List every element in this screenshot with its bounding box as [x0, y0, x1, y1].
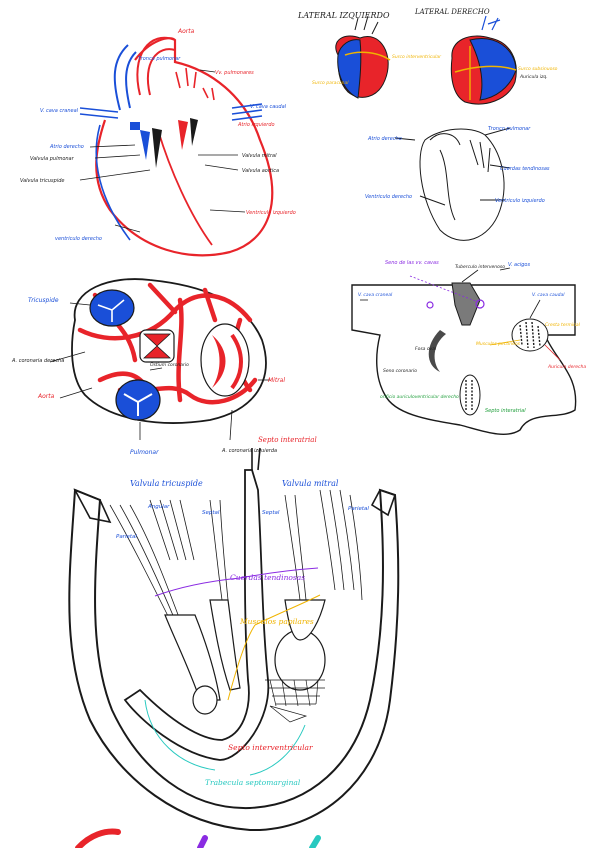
label-musculos-pectineos: Musculos pectineos — [476, 341, 521, 347]
label-ventriculo-der: ventriculo derecho — [55, 236, 102, 242]
panel3-leaders — [49, 302, 270, 441]
lateral-right-heart — [450, 15, 517, 105]
tuberculo-shape — [451, 282, 481, 326]
vena-cava-lines — [79, 103, 263, 241]
label-a-coronaria-izq: A. coronaria izquierda — [221, 448, 277, 454]
pulmonary-valve — [115, 379, 161, 421]
label-ostium: Ostium coronario — [150, 362, 189, 368]
mitral-valve — [200, 323, 250, 397]
label-tronco-pulmonar: Tronco pulmonar — [138, 56, 181, 62]
label-valvula-pulmonar: Valvula pulmonar — [30, 156, 75, 162]
label-musculos-papilares: Musculos papilares — [239, 617, 314, 626]
label-septal-left: Septal — [202, 510, 220, 516]
pectinate-muscles — [459, 318, 549, 416]
label-crista: Cresta terminal — [545, 322, 581, 328]
label-septo-interatrial-4: Septo interatrial — [485, 408, 526, 414]
label-mitral: Mitral — [268, 377, 285, 384]
label-valvula-mitral-5: Valvula mitral — [282, 479, 339, 488]
label-v-cava-caudal: V. cava caudal — [250, 104, 287, 110]
label-aorta-3: Aorta — [37, 393, 55, 400]
internal-heart-outline — [394, 127, 511, 241]
label-septo-interatrial-5: Septo interatrial — [258, 436, 317, 444]
label-ventriculo-izquierdo-2: Ventriculo izquierdo — [495, 198, 545, 204]
heart-valves — [130, 118, 198, 168]
label-pulmonar: Pulmonar — [130, 449, 159, 456]
title-lateral-derecho: LATERAL DERECHO — [414, 8, 490, 16]
panel4-leaders — [360, 267, 561, 361]
label-septal-right: Septal — [262, 510, 280, 516]
label-surco-interventricular: Surco interventricular — [392, 54, 442, 60]
label-tronco-pulmonar-2: Tronco pulmonar — [488, 126, 531, 132]
seno-dot — [475, 299, 485, 309]
bottom-color-strokes — [75, 828, 321, 848]
label-a-coronaria-derecha: A. coronaria derecha — [11, 358, 64, 364]
panel-lateral-views: LATERAL IZQUIERDO LATERAL DERECHO Surco … — [297, 8, 558, 241]
label-cuerdas-tendinosas: Cuerdas tendinosas — [500, 166, 550, 172]
label-seno-coronario: Seno coronario — [383, 368, 417, 374]
label-surco-paraconal: Surco paraconal — [312, 80, 349, 86]
pulmonary-trunk — [113, 44, 137, 111]
label-atrio-izq: Atrio izquierdo — [237, 122, 275, 128]
label-aorta: Aorta — [177, 28, 195, 35]
panel5-leaders — [144, 567, 321, 776]
interventricular-septum — [123, 469, 270, 761]
label-v-pulmonares: Vv. pulmonares — [215, 70, 254, 76]
label-cuerdas-tendinosas-5: Cuerdas tendinosas — [230, 573, 305, 582]
panel1-leaders — [79, 69, 246, 233]
label-valvula-mitral: Valvula mitral — [242, 153, 277, 159]
panel-valve-plane: Tricuspide A. coronaria derecha Ostium c… — [11, 278, 285, 456]
label-v-acigos: V. acigos — [508, 262, 530, 268]
fosa-oval — [428, 330, 446, 372]
aortic-valve — [139, 329, 175, 363]
panel-frontal-heart: Aorta Tronco pulmonar Vv. pulmonares V. … — [20, 28, 296, 257]
papillary-muscles — [164, 599, 326, 715]
label-fosa-oval: Fosa oval — [415, 346, 437, 352]
pulmonary-veins — [175, 67, 215, 101]
aorta-arch — [136, 36, 176, 96]
label-valvula-aortica: Valvula aortica — [242, 168, 279, 174]
label-parietal-left: Parietal — [116, 534, 137, 540]
label-tricuspide: Tricuspide — [28, 297, 59, 304]
label-atrio-der: Atrio derecho — [49, 144, 84, 150]
label-seno-venas-cavas: Seno de las vv. cavas — [385, 260, 439, 266]
label-v-cava-craneal-4: V. cava craneal — [358, 292, 393, 298]
label-surco-subsinuoso: Surco subsinuoso — [518, 66, 558, 72]
coronary-network — [77, 282, 258, 405]
label-v-cava-craneal: V. cava craneal — [40, 108, 79, 114]
panel-ventricles: Septo interatrial Valvula tricuspide Val… — [68, 436, 400, 832]
label-auricula-izq: Auricula izq. — [519, 74, 548, 80]
title-lateral-izquierdo: LATERAL IZQUIERDO — [297, 11, 390, 20]
label-valvula-tricuspide-5: Valvula tricuspide — [130, 479, 203, 488]
label-orificio-av: orificio auriculoventricular derecho — [380, 394, 459, 400]
label-v-cava-caudal-4: V. cava caudal — [532, 292, 565, 298]
valve-leaflets — [109, 489, 363, 621]
label-ventriculo-derecho-2: Ventriculo derecho — [365, 194, 412, 200]
panel-right-atrium: Seno de las vv. cavas Tuberculo interven… — [351, 260, 586, 435]
label-parietal-right: Parietal — [348, 506, 369, 512]
label-ventriculo-izq: Ventriculo izquierdo — [246, 210, 296, 216]
label-angular: Angular — [147, 504, 170, 510]
tricuspid-valve — [89, 289, 135, 327]
label-atrio-derecho: Atrio derecho — [367, 136, 402, 142]
lateral-left-heart — [335, 15, 391, 99]
label-trabecula-septomarginal: Trabecula septomarginal — [205, 778, 301, 787]
label-valvula-tricuspide: Valvula tricuspide — [20, 178, 64, 184]
trabeculae-mesh — [265, 679, 325, 723]
label-tuberculo: Tuberculo intervenoso — [455, 264, 505, 270]
label-auricula-der: Auricula derecha — [547, 364, 586, 370]
label-septo-interventricular: Septo interventricular — [228, 743, 313, 752]
septum-line — [157, 129, 213, 246]
left-heart-outline — [95, 37, 274, 257]
